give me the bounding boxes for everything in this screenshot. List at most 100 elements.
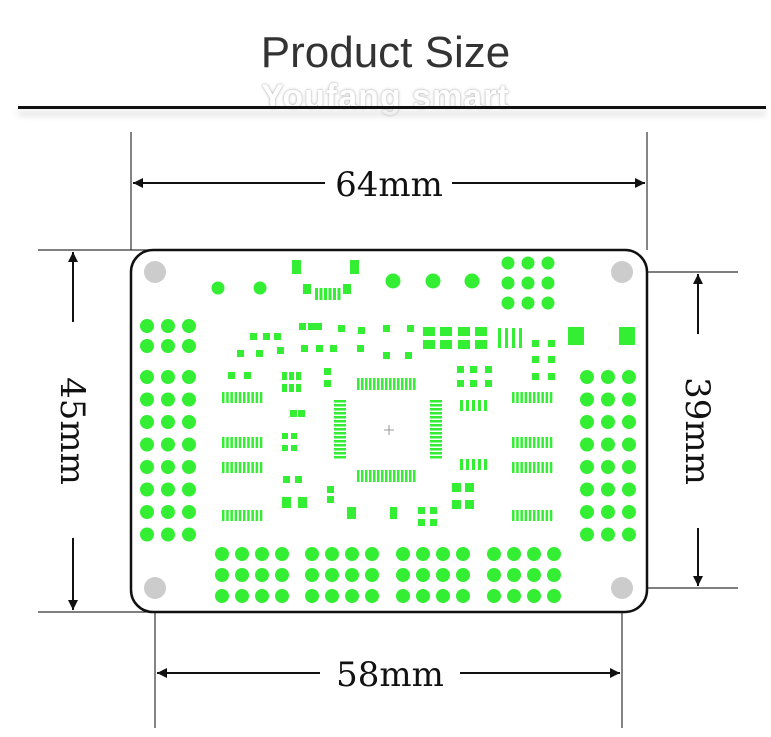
connector-pin: [337, 288, 341, 300]
header-pin: [396, 547, 410, 561]
chip-pin: [401, 470, 404, 482]
header-pin: [436, 568, 450, 582]
soic-pin: [549, 392, 553, 403]
header-pin: [396, 568, 410, 582]
header-pin: [140, 482, 154, 497]
passive-pad: [282, 384, 287, 392]
header-pin: [580, 505, 594, 519]
header-pin: [161, 392, 175, 407]
header-pin: [255, 547, 269, 561]
passive-pad: [430, 519, 437, 526]
passive-pad: [430, 507, 437, 514]
via: [464, 273, 480, 289]
header-pin: [161, 482, 175, 497]
soic-pin: [533, 510, 536, 521]
chip-pin: [373, 378, 376, 390]
chip-pin: [334, 424, 346, 427]
soic-pin: [533, 437, 536, 448]
chip-pin: [365, 470, 368, 482]
soic-pin: [528, 462, 532, 473]
soic-pin: [516, 437, 519, 448]
soic-pin: [524, 392, 528, 403]
header-pin: [215, 547, 229, 561]
header-pin: [140, 460, 154, 474]
header-pin: [501, 276, 515, 290]
dimension-arrows: [68, 178, 703, 678]
passive-pad: [484, 400, 487, 411]
chip-pin: [334, 428, 346, 431]
chip-pin: [377, 470, 380, 482]
header-pin: [436, 547, 450, 561]
soic-pin: [533, 462, 536, 473]
header-pin: [161, 339, 175, 353]
soic-pin: [549, 437, 553, 448]
passive-pad: [282, 497, 291, 508]
header-pin: [622, 482, 636, 497]
header-pin: [601, 415, 615, 429]
header-pin: [161, 415, 175, 429]
soic-pin: [222, 510, 225, 521]
chip-pin: [430, 400, 442, 403]
header-pin: [436, 589, 450, 603]
header-pin: [527, 547, 541, 561]
passive-pad: [290, 410, 297, 417]
mount-hole-bottom-right: [611, 577, 633, 599]
chip-pin: [365, 378, 368, 390]
soic-pin: [537, 437, 540, 448]
passive-pad: [338, 325, 345, 332]
chip-pin: [369, 470, 372, 482]
soic-pin: [238, 510, 242, 521]
passive-pad: [298, 497, 307, 508]
header-pin: [215, 568, 229, 582]
header-pin: [580, 460, 594, 474]
header-pin: [456, 589, 470, 603]
passive-pad: [460, 400, 463, 411]
passive-pad: [237, 350, 244, 357]
header-pin: [601, 505, 615, 519]
title-underline: [18, 106, 766, 109]
soic-pin: [537, 462, 540, 473]
pcb-pads: [140, 256, 636, 603]
chip-pin: [409, 470, 412, 482]
connector-pad: [303, 284, 311, 294]
dimension-right-height: 39mm: [677, 377, 717, 485]
passive-pad: [315, 323, 322, 330]
passive-pad: [289, 372, 294, 380]
passive-pad: [532, 356, 539, 363]
soic-pin: [222, 462, 225, 473]
passive-pad: [440, 340, 452, 349]
chip-pin: [430, 428, 442, 431]
passive-pad: [282, 433, 288, 439]
chip-pin: [361, 378, 364, 390]
chip-pin: [430, 456, 442, 459]
chip-pin: [334, 412, 346, 415]
passive-pad: [505, 328, 508, 348]
passive-pad: [465, 483, 474, 492]
soic-pin: [528, 392, 532, 403]
chip-pin: [334, 452, 346, 455]
chip-pin: [413, 470, 416, 482]
header-pin: [140, 392, 154, 407]
connector-pad: [350, 260, 359, 274]
watermark: Youfang smart: [261, 78, 510, 116]
soic-pin: [512, 462, 515, 473]
soic-pin: [226, 510, 229, 521]
header-pin: [182, 370, 196, 384]
connector-pad: [292, 260, 301, 274]
header-pin: [580, 415, 594, 429]
header-pin: [235, 589, 249, 603]
chip-pin: [430, 412, 442, 415]
chip-pin: [430, 444, 442, 447]
passive-pad: [383, 325, 390, 332]
soic-pin: [251, 462, 254, 473]
chip-pin: [393, 470, 396, 482]
header-pin: [416, 547, 430, 561]
soic-pin: [243, 392, 246, 403]
header-pin: [396, 589, 410, 603]
header-pin: [305, 547, 319, 561]
chip-pin: [377, 378, 380, 390]
chip-pin: [334, 404, 346, 407]
chip-pin: [430, 440, 442, 443]
header-pin: [622, 392, 636, 407]
soic-pin: [234, 462, 238, 473]
